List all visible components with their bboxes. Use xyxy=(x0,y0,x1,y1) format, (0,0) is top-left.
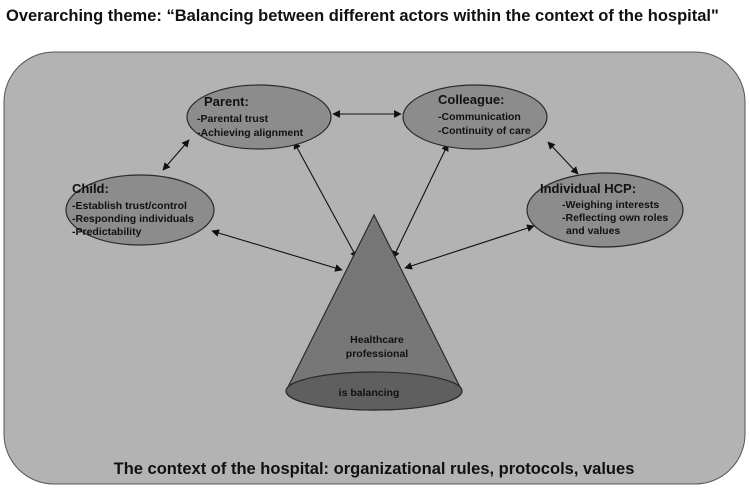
colleague-ellipse xyxy=(402,84,548,150)
cone-label-line: professional xyxy=(346,348,409,360)
parent-item: -Parental trust xyxy=(197,113,269,125)
diagram-title: Overarching theme: “Balancing between di… xyxy=(6,7,719,25)
colleague-item: -Continuity of care xyxy=(438,125,531,137)
arrow-colleague-individual-hcp xyxy=(547,141,579,175)
node-parent: Parent: -Parental trust -Achieving align… xyxy=(186,84,332,150)
cone-label-line: Healthcare xyxy=(350,334,404,346)
individual-hcp-title: Individual HCP: xyxy=(540,181,636,196)
arrow-parent-child xyxy=(162,139,190,171)
node-colleague: Colleague: -Communication -Continuity of… xyxy=(402,84,548,150)
cone-healthcare-professional: Healthcare professional is balancing xyxy=(285,213,463,411)
cone-base-label: is balancing xyxy=(339,387,400,399)
colleague-item: -Communication xyxy=(438,111,521,123)
colleague-title: Colleague: xyxy=(438,92,504,107)
node-child: Child: -Establish trust/control -Respond… xyxy=(65,174,215,246)
parent-title: Parent: xyxy=(204,94,249,109)
child-title: Child: xyxy=(72,181,109,196)
child-item: -Predictability xyxy=(72,226,142,238)
individual-hcp-item: -Reflecting own roles xyxy=(562,212,668,224)
arrow-individual-hcp-cone xyxy=(404,224,535,270)
hospital-context-label: The context of the hospital: organizatio… xyxy=(114,460,635,478)
parent-item: -Achieving alignment xyxy=(197,127,304,139)
individual-hcp-item: -Weighing interests xyxy=(562,199,659,211)
parent-ellipse xyxy=(186,84,332,150)
individual-hcp-ellipse xyxy=(526,172,684,248)
individual-hcp-item: and values xyxy=(566,225,620,237)
child-item: -Responding individuals xyxy=(72,213,194,225)
child-item: -Establish trust/control xyxy=(72,200,187,212)
arrow-colleague-cone xyxy=(392,143,449,259)
node-individual-hcp: Individual HCP: -Weighing interests -Ref… xyxy=(526,172,684,248)
child-ellipse xyxy=(65,174,215,246)
cone-base xyxy=(285,371,463,411)
arrow-child-cone xyxy=(211,229,343,272)
arrow-parent-cone xyxy=(293,141,358,259)
